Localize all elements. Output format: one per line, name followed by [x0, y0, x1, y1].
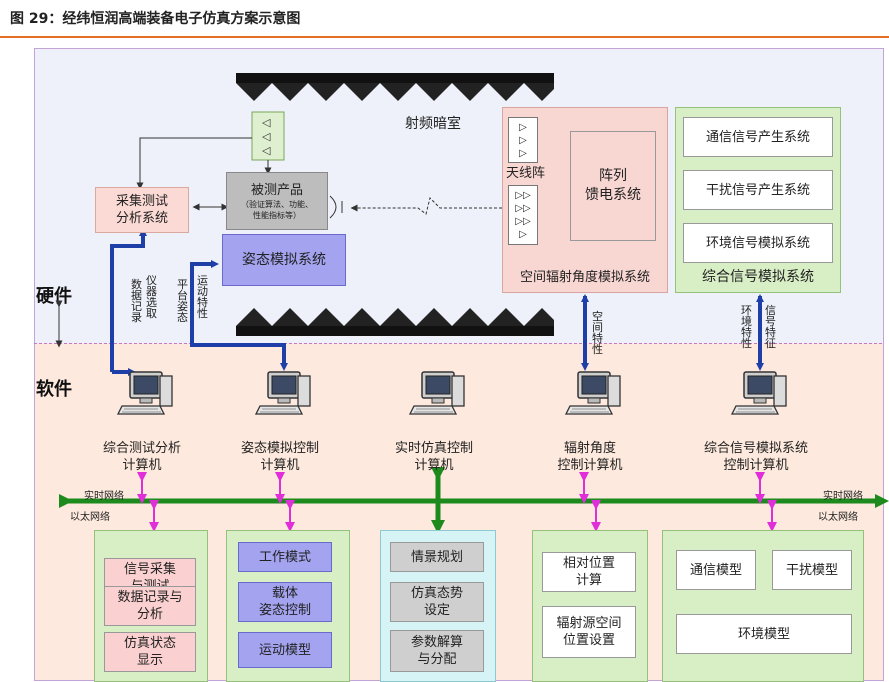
dut-box: 被测产品 （验证算法、功能、 性能指标等）	[226, 172, 328, 230]
dut-subtitle: （验证算法、功能、 性能指标等）	[241, 199, 313, 220]
instrument-record-label: 仪器选取	[146, 274, 157, 320]
computer-icon-radiation	[565, 371, 621, 415]
attitude-sim-box: 姿态模拟系统	[222, 234, 346, 286]
computer-icon-test	[117, 371, 173, 415]
software-label: 软件	[36, 379, 72, 400]
sw-motion-model: 运动模型	[238, 632, 332, 668]
computer-icon-signal	[731, 371, 787, 415]
sw-env-model: 环境模型	[676, 614, 852, 654]
antenna-array-top: ▷▷▷	[508, 117, 538, 163]
antenna-array-label: 天线阵	[506, 166, 546, 181]
platform-attitude-label: 平台姿态	[177, 278, 188, 324]
computer-label-test: 综合测试分析 计算机	[102, 441, 181, 473]
sw-carrier-attitude: 载体 姿态控制	[238, 582, 332, 622]
sw-data-record: 数据记录与 分析	[104, 586, 196, 626]
data-record-label: 数据记录	[131, 278, 142, 324]
sw-scenario: 情景规划	[390, 542, 484, 572]
signal-char-label: 信号特征	[765, 304, 776, 350]
realtime-net-label-right: 实时网络	[823, 491, 863, 502]
ethernet-label-left: 以太网络	[70, 512, 110, 523]
ethernet-label-right: 以太网络	[818, 512, 858, 523]
space-char-label: 空间特性	[592, 310, 603, 356]
computer-label-realtime: 实时仿真控制 计算机	[394, 441, 473, 473]
computer-icon-realtime	[409, 371, 465, 415]
sw-jam-model: 干扰模型	[772, 550, 852, 590]
comm-gen-box: 通信信号产生系统	[683, 117, 833, 157]
array-feed-box: 阵列 馈电系统	[570, 131, 656, 241]
dut-title: 被测产品	[250, 182, 303, 198]
chamber-top-wedges	[236, 73, 554, 101]
sw-situation: 仿真态势 设定	[390, 582, 484, 622]
computer-label-attitude: 姿态模拟控制 计算机	[240, 441, 319, 473]
hardware-label: 硬件	[36, 286, 72, 307]
computer-label-radiation: 辐射角度 控制计算机	[557, 441, 623, 473]
chamber-label: 射频暗室	[405, 116, 461, 132]
computer-label-signal: 综合信号模拟系统 控制计算机	[703, 441, 808, 473]
jam-gen-box: 干扰信号产生系统	[683, 170, 833, 210]
sw-param-solve: 参数解算 与分配	[390, 630, 484, 672]
motion-char-label: 运动特性	[197, 274, 208, 320]
zone-separator	[34, 343, 882, 344]
realtime-net-label-left: 实时网络	[84, 491, 124, 502]
acquisition-system-box: 采集测试 分析系统	[95, 187, 189, 233]
sw-comm-model: 通信模型	[676, 550, 756, 590]
env-sim-box: 环境信号模拟系统	[683, 223, 833, 263]
title-rule	[0, 36, 889, 38]
sw-sim-status: 仿真状态 显示	[104, 632, 196, 672]
antenna-array-bottom: ▷▷▷▷▷▷▷	[508, 185, 538, 245]
svg-text:◁: ◁	[262, 130, 271, 143]
sw-source-pos: 辐射源空间 位置设置	[542, 606, 636, 658]
computer-icon-attitude	[255, 371, 311, 415]
svg-text:◁: ◁	[262, 116, 271, 129]
svg-text:◁: ◁	[262, 144, 271, 157]
sw-relative-pos: 相对位置 计算	[542, 552, 636, 592]
sw-work-mode: 工作模式	[238, 542, 332, 572]
figure-title: 图 29：经纬恒润高端装备电子仿真方案示意图	[10, 11, 301, 27]
env-char-label: 环境特性	[741, 304, 752, 350]
chamber-bottom-wedges	[236, 308, 554, 336]
